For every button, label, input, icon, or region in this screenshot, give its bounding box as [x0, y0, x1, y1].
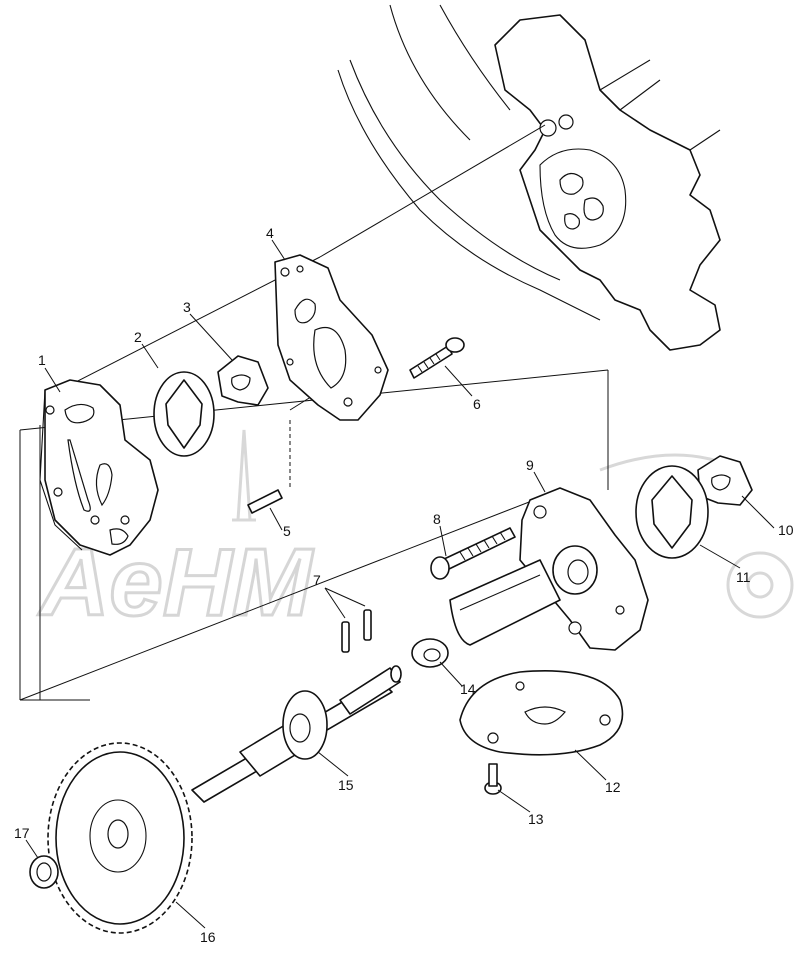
callout-13: 13: [528, 811, 544, 827]
callout-14: 14: [460, 681, 476, 697]
callout-10: 10: [778, 522, 794, 538]
screw-13: [484, 763, 502, 795]
watermark-tower-icon: [232, 429, 256, 522]
gear-16: [47, 742, 193, 934]
washer-17: [29, 855, 59, 889]
callout-6: 6: [473, 396, 481, 412]
leader-lines: [25, 239, 775, 929]
pins-7: [341, 609, 372, 653]
cover-plate-12: [459, 670, 624, 756]
callout-4: 4: [266, 225, 274, 241]
callout-15: 15: [338, 777, 354, 793]
crankcase-outline: [337, 4, 721, 351]
pump-body-9: [449, 487, 649, 651]
alignment-lines: [19, 124, 609, 701]
callout-16: 16: [200, 929, 216, 945]
callout-12: 12: [605, 779, 621, 795]
dowel-pin-5: [247, 489, 283, 514]
callout-3: 3: [183, 299, 191, 315]
callout-8: 8: [433, 511, 441, 527]
inner-rotor-10: [697, 455, 753, 506]
shaft-15: [191, 665, 402, 803]
callout-labels: 1 2 3 4 5 6 7 8 9 10 11 12 13 14 15 16 1…: [14, 225, 794, 945]
callout-7: 7: [313, 572, 321, 588]
screw-6: [409, 337, 465, 379]
outer-rotor-2: [153, 371, 215, 457]
washer-14: [411, 638, 449, 668]
callout-11: 11: [736, 569, 751, 585]
bolt-8: [430, 527, 516, 580]
callout-2: 2: [134, 329, 142, 345]
callout-5: 5: [283, 523, 291, 539]
pump-body-1: [39, 379, 159, 556]
callout-9: 9: [526, 457, 534, 473]
inner-rotor-3: [217, 355, 269, 406]
callout-17: 17: [14, 825, 30, 841]
callout-1: 1: [38, 352, 46, 368]
watermark-wheel-icon: [726, 551, 794, 619]
outer-rotor-11: [635, 465, 709, 559]
pump-plate-4: [274, 254, 389, 421]
